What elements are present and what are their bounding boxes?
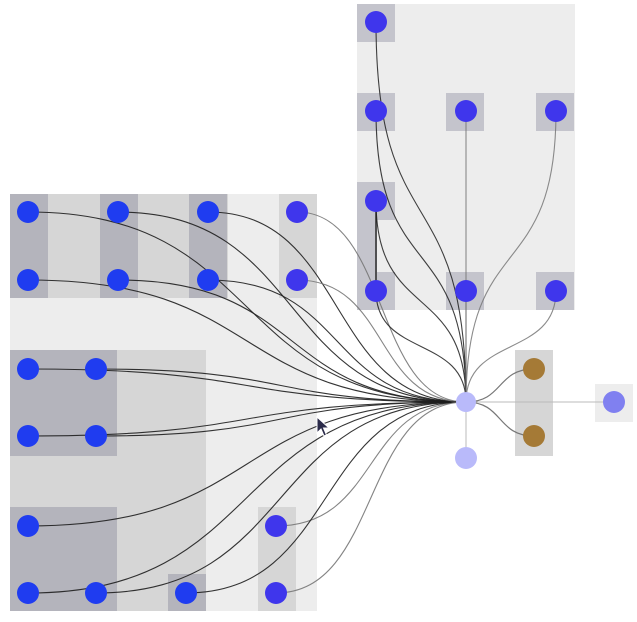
left-node-3: [197, 201, 219, 223]
edge-top-1: [375, 21, 467, 403]
edge-left-10: [95, 368, 467, 403]
edge-left-6: [117, 279, 467, 403]
brown-node-2: [523, 425, 545, 447]
edge-left-13: [27, 401, 467, 527]
hub-node: [456, 392, 476, 412]
left-node-7: [197, 269, 219, 291]
left-node-17: [175, 582, 197, 604]
left-node-6: [107, 269, 129, 291]
left-node-12: [85, 425, 107, 447]
left-node-4: [286, 201, 308, 223]
edge-left-16: [95, 401, 467, 594]
edge-left-9: [27, 368, 467, 403]
top-node-6: [365, 280, 387, 302]
left-node-16: [85, 582, 107, 604]
left-node-2: [107, 201, 129, 223]
edge-left-4: [296, 211, 467, 403]
left-node-5: [17, 269, 39, 291]
edge-left-15: [27, 401, 467, 594]
edge-top-2: [375, 110, 467, 403]
edge-left-8: [296, 279, 467, 403]
top-node-8: [545, 280, 567, 302]
edge-left-17: [185, 401, 467, 594]
left-node-11: [17, 425, 39, 447]
left-node-15: [17, 582, 39, 604]
edge-left-18: [275, 401, 467, 594]
top-node-4: [545, 100, 567, 122]
edge-top-5: [375, 200, 467, 403]
edge-left-12: [95, 401, 467, 437]
brown-node-1: [523, 358, 545, 380]
edge-left-11: [27, 401, 467, 437]
left-node-14: [265, 515, 287, 537]
edge-left-7: [207, 279, 467, 403]
far-right-node: [603, 391, 625, 413]
edge-top-6: [375, 290, 467, 403]
left-node-1: [17, 201, 39, 223]
top-cell: [357, 220, 377, 272]
edge-top-4: [465, 110, 557, 403]
left-node-13: [17, 515, 39, 537]
left-node-10: [85, 358, 107, 380]
left-node-18: [265, 582, 287, 604]
left-node-9: [17, 358, 39, 380]
edge-left-2: [117, 211, 467, 403]
left-node-8: [286, 269, 308, 291]
edge-left-3: [207, 211, 467, 403]
group-panels: [10, 4, 633, 611]
top-node-5: [365, 190, 387, 212]
nodes: [17, 11, 625, 604]
top-node-2: [365, 100, 387, 122]
top-node-1: [365, 11, 387, 33]
top-node-3: [455, 100, 477, 122]
top-node-7: [455, 280, 477, 302]
edge-top-8: [465, 290, 557, 403]
light-node: [455, 447, 477, 469]
